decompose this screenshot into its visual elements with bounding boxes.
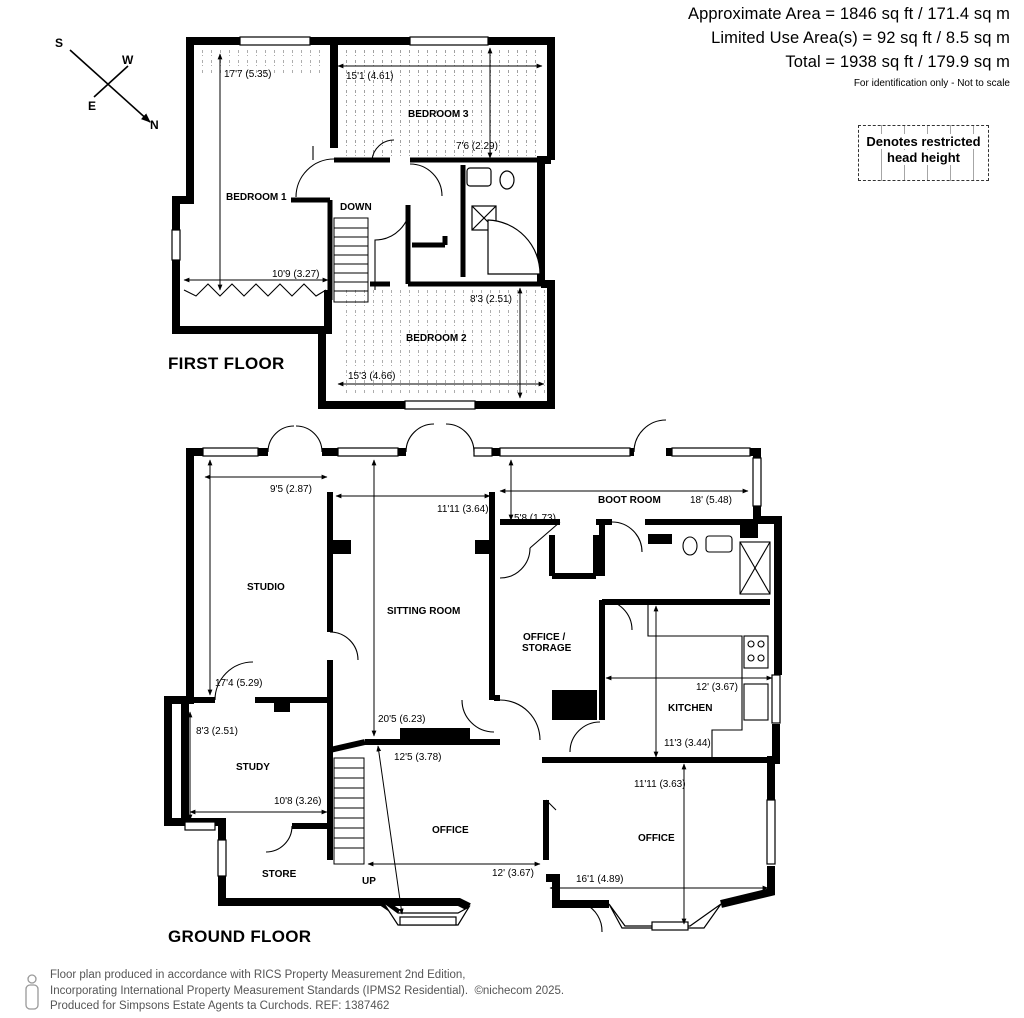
limited-use-area: Limited Use Area(s) = 92 sq ft / 8.5 sq … (711, 29, 1010, 47)
total-area: Total = 1938 sq ft / 179.9 sq m (785, 53, 1010, 71)
dim-boot-length: 18' (5.48) (690, 495, 732, 506)
room-kitchen: KITCHEN (668, 703, 712, 714)
dim-bedroom2-width: 15'3 (4.66) (348, 371, 396, 382)
stairs-up-label: UP (362, 876, 376, 887)
ground-floor-plan: 9'5 (2.87) 17'4 (5.29) 11'11 (3.64) 20'5… (164, 419, 782, 933)
compass-e: E (88, 99, 96, 113)
person-logo-icon (25, 974, 39, 1010)
room-office-storage-2: STORAGE (522, 643, 572, 654)
dim-bedroom2-length: 8'3 (2.51) (470, 294, 512, 305)
room-office-storage-1: OFFICE / (523, 632, 565, 643)
footer-credits: Floor plan produced in accordance with R… (50, 968, 564, 1015)
dim-bedroom1-length: 17'7 (5.35) (224, 69, 272, 80)
dim-kitchen-width: 12' (3.67) (696, 682, 738, 693)
compass-w: W (122, 53, 134, 67)
approximate-area: Approximate Area = 1846 sq ft / 171.4 sq… (687, 5, 1010, 23)
room-bedroom-2: BEDROOM 2 (406, 333, 467, 344)
dim-boot-width: 5'8 (1.73) (514, 513, 556, 524)
dim-kitchen-length: 11'3 (3.44) (664, 738, 711, 749)
dim-bedroom3-width: 15'1 (4.61) (346, 71, 394, 82)
dim-office-right-width: 16'1 (4.89) (576, 874, 624, 885)
legend-line-2: head height (886, 150, 961, 165)
room-study: STUDY (236, 762, 270, 773)
dim-sitting-length: 20'5 (6.23) (378, 714, 426, 725)
dim-study-width: 10'8 (3.26) (274, 796, 322, 807)
dim-bedroom3-length: 7'6 (2.29) (456, 141, 498, 152)
dim-study-length: 8'3 (2.51) (196, 726, 238, 737)
footer-brand: ©nichecom 2025. (474, 984, 565, 997)
legend-line-1: Denotes restricted (865, 134, 982, 149)
dim-sitting-width: 11'11 (3.64) (437, 504, 489, 515)
room-office-middle: OFFICE (432, 825, 469, 836)
room-store: STORE (262, 869, 297, 880)
footer-line-1: Floor plan produced in accordance with R… (50, 969, 466, 981)
room-office-right: OFFICE (638, 833, 675, 844)
first-floor-plan: 17'7 (5.35) 10'9 (3.27) 15'1 (4.61) 7'6 … (171, 36, 555, 410)
room-studio: STUDIO (247, 582, 285, 593)
dim-studio-width: 9'5 (2.87) (270, 484, 312, 495)
dim-studio-length: 17'4 (5.29) (215, 678, 263, 689)
room-sitting-room: SITTING ROOM (387, 606, 460, 617)
area-summary: Approximate Area = 1846 sq ft / 171.4 sq… (688, 2, 1010, 91)
room-boot-room: BOOT ROOM (598, 495, 661, 506)
restricted-height-legend: Denotes restricted head height (858, 125, 989, 181)
footer-line-2: Incorporating International Property Mea… (50, 984, 469, 997)
dim-office-right-length: 11'11 (3.63) (634, 779, 686, 790)
compass-n: N (150, 118, 159, 132)
footer-line-3: Produced for Simpsons Estate Agents ta C… (50, 1000, 390, 1012)
room-bedroom-1: BEDROOM 1 (226, 192, 287, 203)
dim-bedroom1-width: 10'9 (3.27) (272, 269, 320, 280)
stairs-down-label: DOWN (340, 202, 372, 213)
compass-s: S (55, 36, 63, 50)
dim-office-mid-width: 12' (3.67) (492, 868, 534, 879)
ground-floor-title: GROUND FLOOR (168, 927, 312, 946)
identification-note: For identification only - Not to scale (853, 78, 1010, 89)
room-bedroom-3: BEDROOM 3 (408, 109, 469, 120)
dim-office-mid-length: 12'5 (3.78) (394, 752, 442, 763)
compass-icon: S W E N (55, 36, 159, 132)
first-floor-title: FIRST FLOOR (168, 354, 285, 373)
